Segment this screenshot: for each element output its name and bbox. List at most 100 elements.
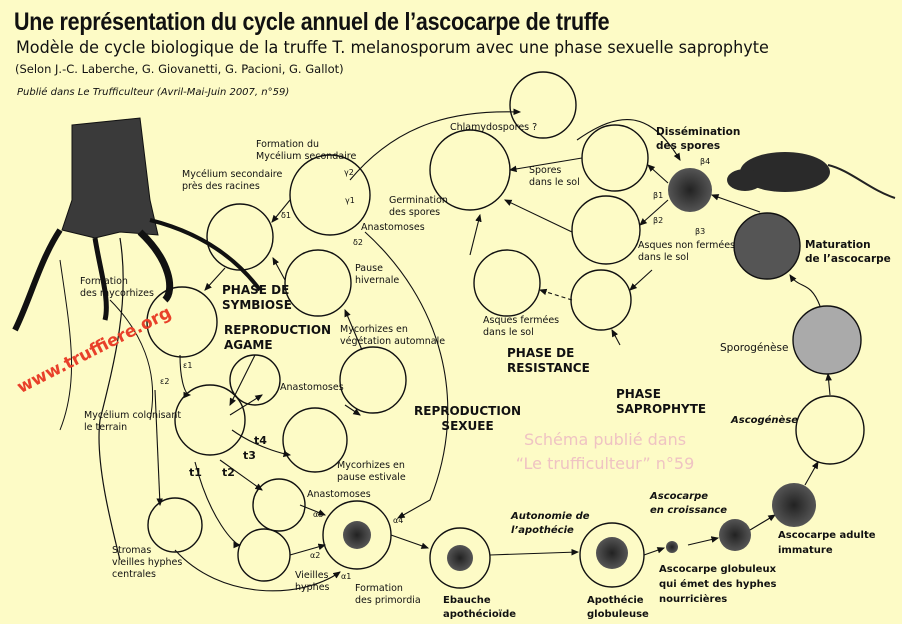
- label-line: globuleuse: [587, 609, 649, 620]
- label-line: hivernale: [355, 275, 400, 286]
- phase-line: PHASE: [616, 387, 661, 401]
- authors: (Selon J.-C. Laberche, G. Giovanetti, G.…: [15, 62, 344, 76]
- label-autonomie: Autonomie de l’apothécie: [511, 510, 590, 538]
- label-line: immature: [778, 545, 833, 556]
- subtitle: Modèle de cycle biologique de la truffe …: [16, 38, 769, 57]
- page-title: Une représentation du cycle annuel de l’…: [14, 8, 610, 36]
- tree-stump-illustration: [12, 117, 262, 561]
- label-line: l’apothécie: [511, 525, 574, 536]
- stamp-line: “Le trufficulteur” n°59: [515, 454, 695, 473]
- label-line: Mycélium colonisant: [84, 410, 182, 421]
- label-ascocarpe-globuleux: Ascocarpe globuleux qui émet des hyphes no…: [659, 562, 776, 607]
- stamp-line: Schéma publié dans: [523, 430, 687, 449]
- label-line: Spores: [529, 165, 562, 176]
- greek-beta4: β4: [700, 157, 711, 166]
- asques-non-fermees-circle: [571, 195, 641, 265]
- label-line: Ascocarpe adulte: [778, 530, 876, 541]
- ebauche-illustration: [447, 545, 473, 571]
- label-line: Ascocarpe: [650, 491, 709, 502]
- greek-alpha2: α2: [310, 551, 321, 560]
- label-line: pause estivale: [337, 472, 406, 483]
- label-anastomoses-mid: Anastomoses: [280, 382, 344, 393]
- apothecie-circle: [579, 522, 645, 588]
- label-t2: t2: [222, 466, 235, 479]
- ascocarpe-adulte-illustration: [772, 483, 816, 527]
- phase-line: RESISTANCE: [507, 361, 590, 375]
- greek-beta1: β1: [653, 191, 664, 200]
- label-line: dans le sol: [529, 177, 580, 188]
- label-chlamydospores: Chlamydospores ?: [450, 122, 538, 133]
- greek-alpha3: α3: [313, 510, 324, 519]
- asques-fermees-circle-2: [473, 249, 541, 317]
- phase-line: SEXUEE: [441, 419, 494, 433]
- label-line: nourricières: [659, 594, 728, 605]
- pause-hivernale-circle: [284, 249, 352, 317]
- anastomoses-low-circle: [252, 478, 306, 532]
- label-line: végétation automnale: [340, 336, 446, 347]
- label-t4: t4: [254, 434, 267, 447]
- label-line: Maturation: [805, 239, 871, 251]
- cycle-arrows: [154, 108, 832, 592]
- label-line: Germination: [389, 195, 448, 206]
- label-line: Asques non fermées: [638, 240, 736, 251]
- label-line: Autonomie de: [511, 511, 590, 522]
- label-line: près des racines: [182, 181, 260, 192]
- reproduction-agame-circle: [174, 384, 246, 456]
- label-line: Formation: [80, 276, 128, 287]
- label-line: dans le sol: [638, 252, 689, 263]
- mycelium-racines-circle: [206, 203, 274, 271]
- label-line: Pause: [355, 263, 383, 274]
- mycorhizes-automnale-circle: [339, 346, 407, 414]
- spores-circle: [581, 124, 649, 192]
- ebauche-circle: [429, 527, 491, 589]
- primordia-circle: [322, 500, 392, 570]
- label-line: qui émet des hyphes: [659, 579, 777, 590]
- label-line: Ebauche: [443, 595, 491, 606]
- label-line: vieilles hyphes: [112, 557, 183, 568]
- stromas-circle: [147, 497, 203, 553]
- publication-stamp: Schéma publié dans “Le trufficulteur” n°5…: [480, 428, 730, 476]
- label-line: Formation: [355, 583, 403, 594]
- ascocarpe-globuleux-illustration: [719, 519, 751, 551]
- label-anastomoses-low: Anastomoses: [307, 489, 371, 500]
- label-line: Asques fermées: [483, 315, 560, 326]
- vieilles-hyphes-circle: [237, 528, 291, 582]
- label-line: des spores: [656, 140, 721, 152]
- label-line: Ascocarpe globuleux: [659, 564, 777, 575]
- publication-note: Publié dans Le Trufficulteur (Avril-Mai-…: [17, 87, 290, 98]
- maturation-circle: [733, 212, 801, 280]
- germination-circle: [429, 129, 511, 211]
- mycelium-secondaire-circle: [289, 154, 371, 236]
- mycorhizes-estivale-circle: [282, 407, 348, 473]
- greek-alpha4: α4: [393, 516, 404, 525]
- label-ascocarpe-adulte: Ascocarpe adulte immature: [778, 528, 876, 558]
- label-line: en croissance: [650, 505, 728, 516]
- mycorhizes-formation-circle: [146, 286, 218, 358]
- label-line: Mycorhizes en: [340, 324, 408, 335]
- phase-line: REPRODUCTION: [224, 323, 332, 337]
- phase-line: AGAME: [224, 338, 273, 352]
- label-t3: t3: [243, 449, 256, 462]
- apothecie-illustration: [596, 537, 628, 569]
- phase-line: PHASE DE: [222, 283, 290, 297]
- greek-eps2: ε2: [160, 377, 170, 386]
- label-line: des mycorhizes: [80, 288, 154, 299]
